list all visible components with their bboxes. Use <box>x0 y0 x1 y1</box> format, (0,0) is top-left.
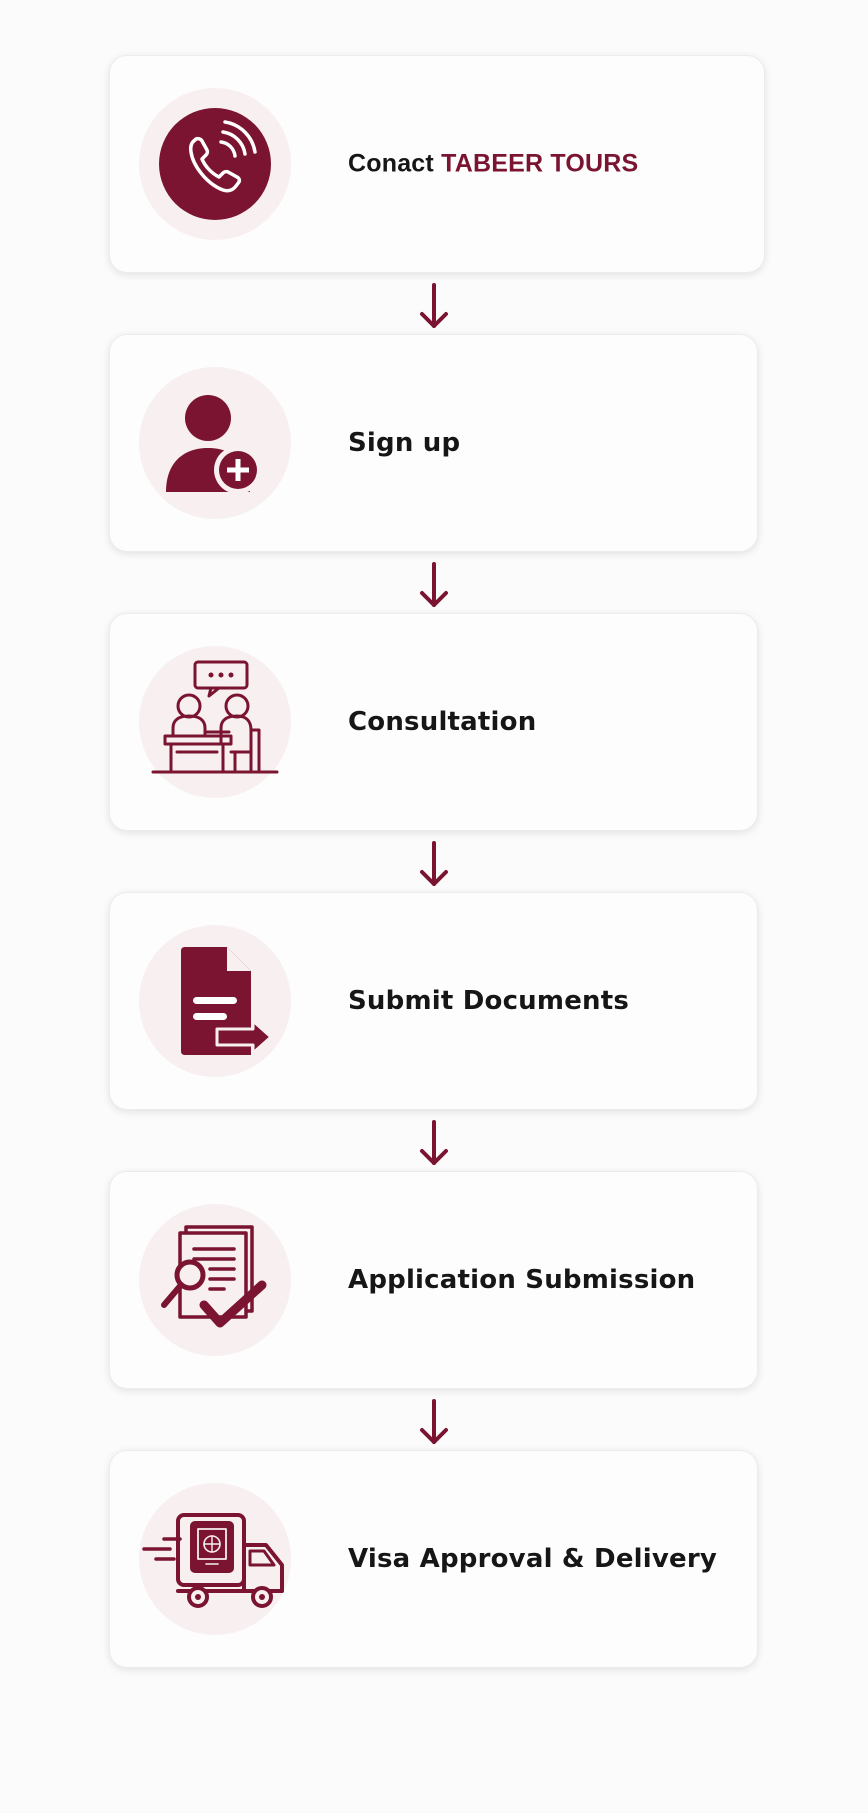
document-submit-icon <box>181 947 273 1055</box>
delivery-truck-icon-badge <box>139 1483 291 1635</box>
step-label: Submit Documents <box>348 986 630 1016</box>
document-submit-icon-badge <box>139 925 291 1077</box>
flow-arrow-4 <box>420 1120 448 1165</box>
step-card-consultation: Consultation <box>109 613 758 831</box>
step-card-application-submission: Application Submission <box>109 1171 758 1389</box>
flow-arrow-3 <box>420 841 448 886</box>
step-card-contact: Conact TABEER TOURS <box>109 55 765 273</box>
step-label: Visa Approval & Delivery <box>348 1544 718 1574</box>
flow-arrow-5 <box>420 1399 448 1444</box>
delivery-truck-icon <box>142 1513 284 1608</box>
phone-icon <box>159 108 271 220</box>
step-label: Application Submission <box>348 1265 696 1295</box>
user-add-icon <box>166 395 262 494</box>
step-label: Conact TABEER TOURS <box>348 150 638 179</box>
brand-name: TABEER TOURS <box>441 149 639 178</box>
step-card-sign-up: Sign up <box>109 334 758 552</box>
phone-icon-badge <box>139 88 291 240</box>
application-check-icon-badge <box>139 1204 291 1356</box>
step-label: Consultation <box>348 707 537 737</box>
step-label: Sign up <box>348 428 461 458</box>
application-check-icon <box>161 1225 267 1328</box>
step-label-text: Conact <box>348 149 442 178</box>
step-card-visa-delivery: Visa Approval & Delivery <box>109 1450 758 1668</box>
flow-arrow-2 <box>420 562 448 607</box>
user-add-icon-badge <box>139 367 291 519</box>
flow-arrow-1 <box>420 283 448 328</box>
consultation-icon <box>151 660 279 774</box>
consultation-icon-badge <box>139 646 291 798</box>
step-card-submit-documents: Submit Documents <box>109 892 758 1110</box>
